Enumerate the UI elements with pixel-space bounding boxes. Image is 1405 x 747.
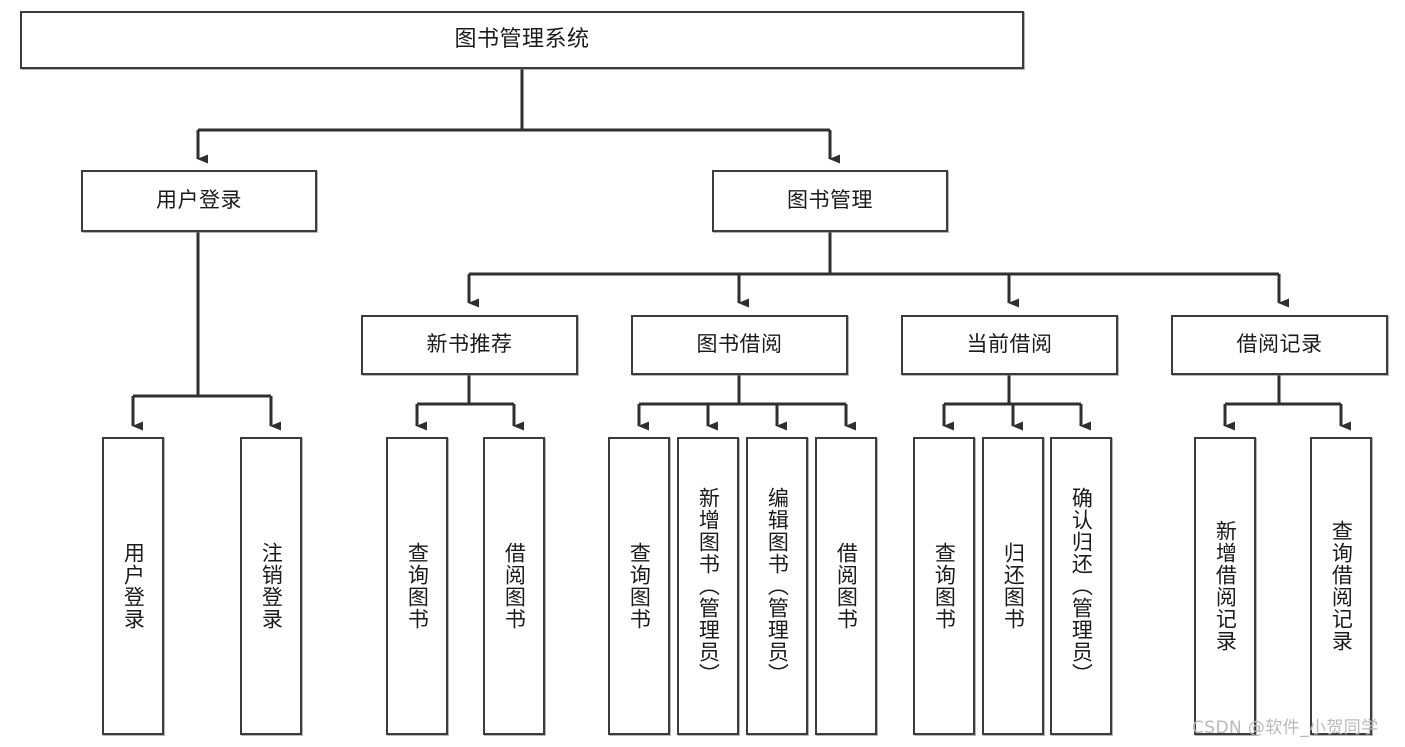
node-label: 图书借阅 [696,332,783,357]
leaf-confirm-return-admin[interactable]: 确认归还（管理员） [1050,437,1112,735]
leaf-logout[interactable]: 注销登录 [240,437,302,735]
node-label: 新增借阅记录 [1213,520,1238,652]
node-root-system[interactable]: 图书管理系统 [20,11,1024,69]
leaf-query-book-current[interactable]: 查询图书 [913,437,975,735]
node-label: 查询图书 [405,542,430,630]
node-label: 注销登录 [259,542,284,630]
leaf-query-book-recommend[interactable]: 查询图书 [386,437,448,735]
node-label: 借阅记录 [1236,332,1323,357]
node-label: 当前借阅 [966,332,1053,357]
node-current-borrow[interactable]: 当前借阅 [901,315,1118,375]
node-label: 用户登录 [156,188,242,213]
node-label: 新书推荐 [426,332,513,357]
leaf-edit-book-admin[interactable]: 编辑图书（管理员） [746,437,808,735]
node-label: 图书管理系统 [454,26,590,52]
leaf-borrow-book[interactable]: 借阅图书 [815,437,877,735]
node-book-borrow[interactable]: 图书借阅 [631,315,848,375]
leaf-user-login[interactable]: 用户登录 [102,437,164,735]
node-user-login[interactable]: 用户登录 [81,170,317,232]
node-label: 查询借阅记录 [1329,520,1354,652]
leaf-query-book-borrow[interactable]: 查询图书 [608,437,670,735]
node-label: 编辑图书（管理员） [765,487,790,685]
node-borrow-record[interactable]: 借阅记录 [1171,315,1388,375]
node-label: 用户登录 [121,542,146,630]
node-label: 新增图书（管理员） [696,487,721,685]
node-book-management[interactable]: 图书管理 [712,170,948,232]
node-label: 查询图书 [932,542,957,630]
node-new-book-recommend[interactable]: 新书推荐 [361,315,578,375]
leaf-add-book-admin[interactable]: 新增图书（管理员） [677,437,739,735]
node-label: 借阅图书 [502,542,527,630]
leaf-add-borrow-record[interactable]: 新增借阅记录 [1194,437,1256,735]
leaf-borrow-book-recommend[interactable]: 借阅图书 [483,437,545,735]
node-label: 归还图书 [1001,542,1026,630]
leaf-return-book[interactable]: 归还图书 [982,437,1044,735]
node-label: 借阅图书 [834,542,859,630]
node-label: 查询图书 [627,542,652,630]
node-label: 图书管理 [787,188,873,213]
leaf-query-borrow-record[interactable]: 查询借阅记录 [1310,437,1372,735]
csdn-watermark: CSDN @软件_小贺同学 [1192,718,1379,738]
node-label: 确认归还（管理员） [1069,487,1094,685]
